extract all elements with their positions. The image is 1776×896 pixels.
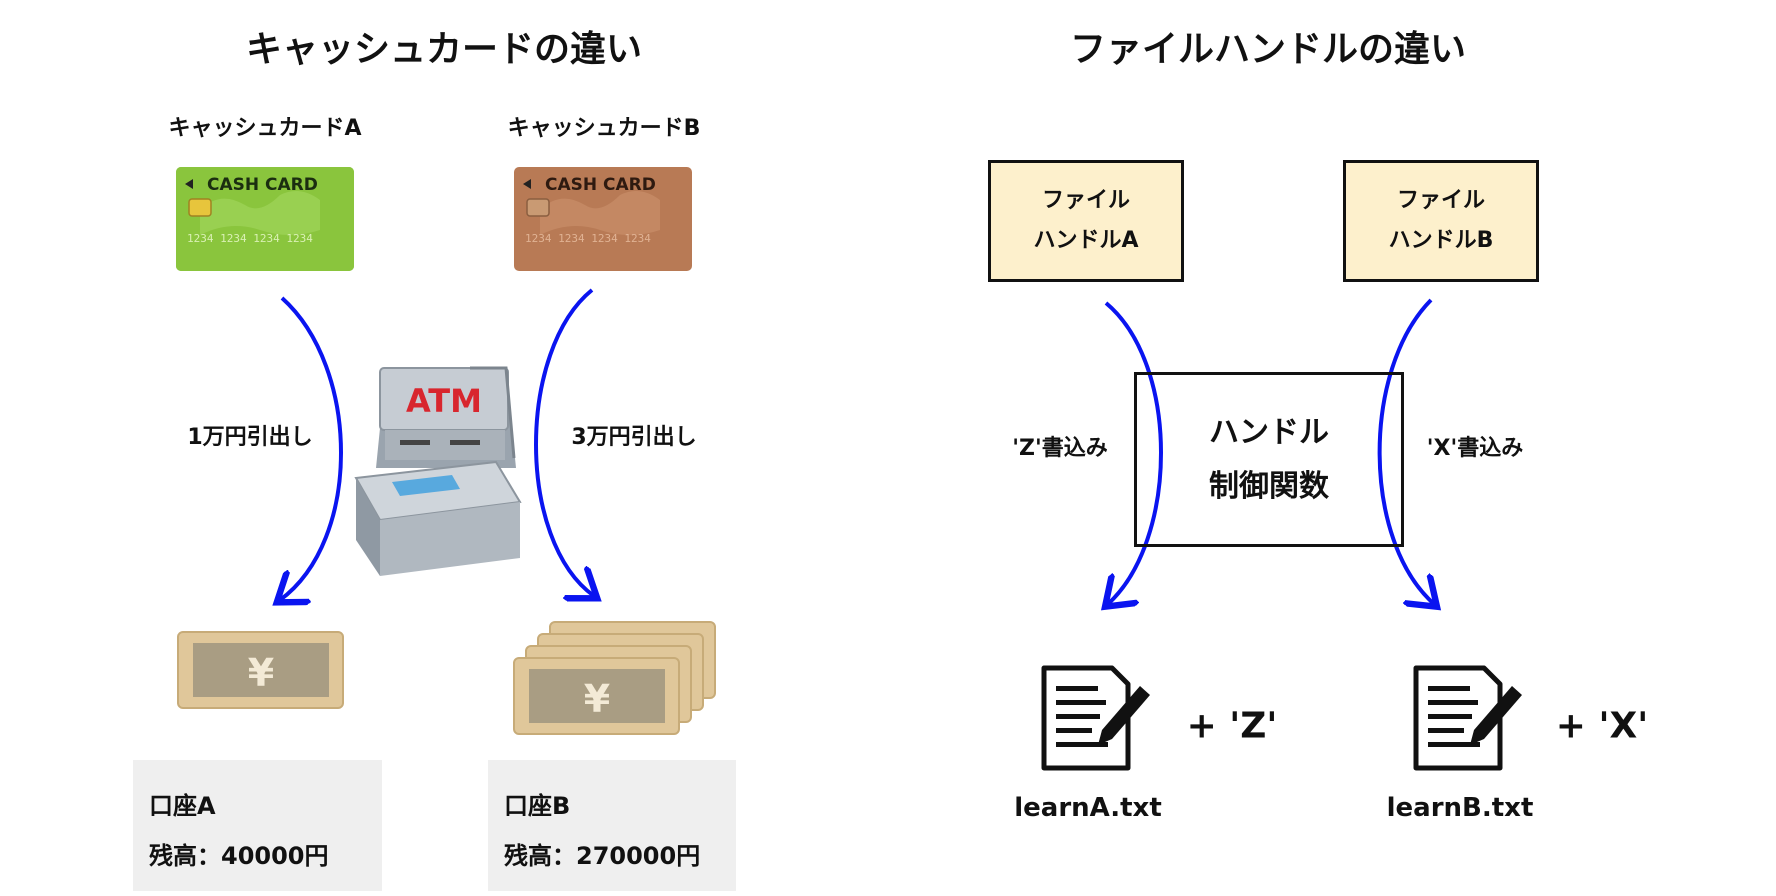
withdraw-b-label: 3万円引出し	[571, 425, 697, 450]
handle-a-line2: ハンドルA	[1033, 228, 1139, 253]
account-a-name: 口座A	[149, 792, 216, 820]
arrow-handle-a	[1106, 301, 1163, 604]
file-b-name: learnB.txt	[1386, 793, 1534, 823]
control-line1: ハンドル	[1209, 414, 1329, 450]
handle-b-line2: ハンドルB	[1388, 228, 1494, 253]
append-b-label: + 'X'	[1555, 705, 1649, 747]
arrow-card-b	[534, 288, 594, 596]
card-b-label: キャッシュカードB	[507, 116, 701, 141]
account-b-name: 口座B	[504, 792, 571, 820]
atm-icon: ATM	[354, 366, 522, 576]
account-a-panel: 口座A 残高：40000円	[133, 760, 382, 891]
card-b-number: 1234 1234 1234 1234	[525, 232, 651, 245]
left-title: キャッシュカードの違い	[245, 29, 643, 70]
handle-a-line1: ファイル	[1041, 188, 1130, 213]
atm-label: ATM	[406, 382, 482, 420]
file-a-name: learnA.txt	[1014, 793, 1162, 823]
document-a-icon	[1041, 665, 1150, 771]
write-a-label: 'Z'書込み	[1012, 436, 1108, 461]
cash-card-b-icon: CASH CARD 1234 1234 1234 1234	[514, 167, 692, 271]
arrow-handle-b	[1377, 298, 1434, 604]
card-a-number: 1234 1234 1234 1234	[187, 232, 313, 245]
yen-symbol-a: ¥	[248, 651, 274, 695]
yen-symbol-b: ¥	[584, 677, 610, 721]
card-a-face-text: CASH CARD	[207, 175, 318, 195]
right-title: ファイルハンドルの違い	[1069, 29, 1467, 70]
append-a-label: + 'Z'	[1186, 705, 1278, 747]
card-b-face-text: CASH CARD	[545, 175, 656, 195]
handle-b-line1: ファイル	[1396, 188, 1485, 213]
handle-control-box: ハンドル 制御関数	[1134, 372, 1404, 547]
arrow-card-a	[280, 296, 343, 600]
withdraw-a-label: 1万円引出し	[187, 425, 313, 450]
write-b-label: 'X'書込み	[1426, 436, 1524, 461]
account-b-balance: 残高：270000円	[504, 842, 701, 870]
banknote-icon: ¥	[177, 631, 344, 709]
document-b-icon	[1413, 665, 1522, 771]
control-line2: 制御関数	[1209, 468, 1329, 504]
account-b-panel: 口座B 残高：270000円	[488, 760, 736, 891]
cash-card-a-icon: CASH CARD 1234 1234 1234 1234	[176, 167, 354, 271]
account-a-balance: 残高：40000円	[149, 842, 329, 870]
banknote-stack-icon: ¥	[513, 621, 716, 735]
card-a-label: キャッシュカードA	[168, 116, 362, 141]
file-handle-a-box: ファイル ハンドルA	[988, 160, 1184, 282]
file-handle-b-box: ファイル ハンドルB	[1343, 160, 1539, 282]
